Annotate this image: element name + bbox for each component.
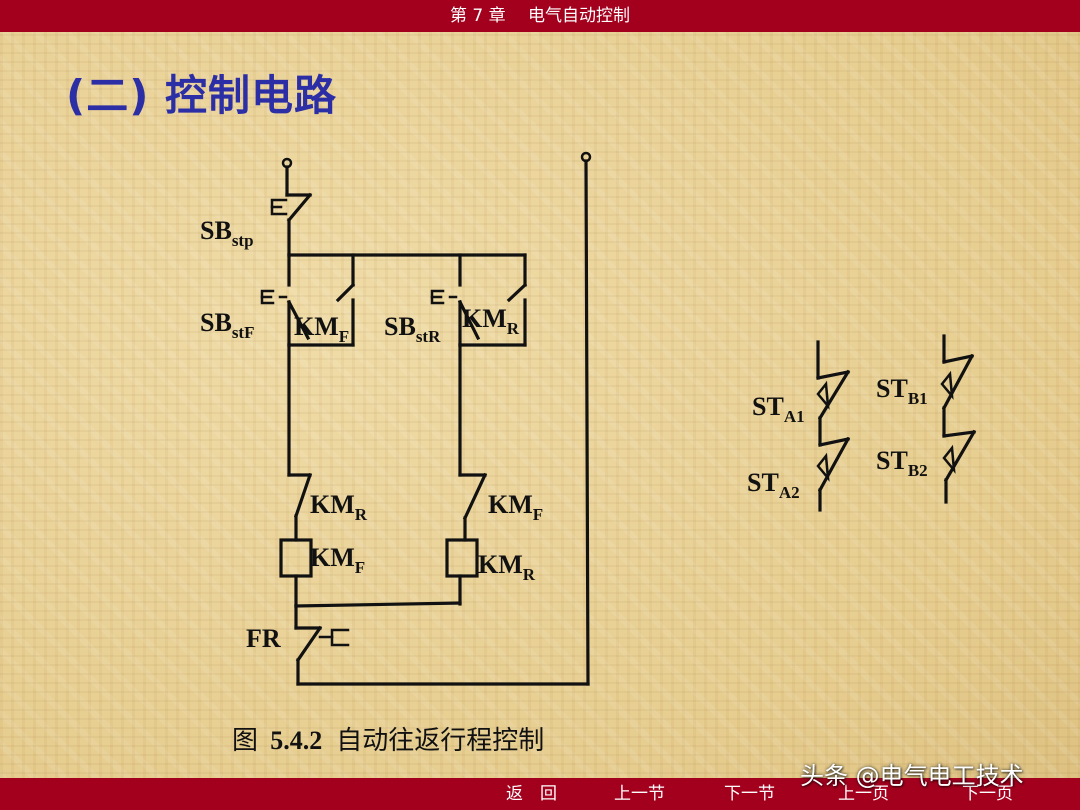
right-supply-line [584,159,590,686]
label-st-a2: STA2 [747,468,800,502]
label-km-f-holding: KMF [294,312,350,346]
caption-prefix: 图 [232,726,259,756]
label-st-b2: STB2 [876,446,928,480]
nav-next-section-link[interactable]: 下一节 [724,784,775,804]
figure-caption: 图 5.4.2 自动往返行程控制 [232,720,544,757]
lower-bus [294,601,462,608]
navigation-bar: 返 回 上一节 下一节 上一页 下一页 [0,778,1080,810]
caption-number: 5.4.2 [270,726,323,755]
label-km-f-interlock: KMF [488,490,544,524]
km-r-coil-symbol [445,538,479,578]
forward-coil-branch [279,472,313,608]
label-sb-stp: SBstp [200,216,254,250]
label-sb-str: SBstR [384,312,441,346]
reverse-coil-branch [445,472,488,606]
nav-back-link[interactable]: 返 回 [506,784,557,804]
nav-prev-section-link[interactable]: 上一节 [614,784,665,804]
km-f-coil-symbol [279,538,313,578]
label-km-f-coil: KMF [310,543,366,577]
label-st-a1: STA1 [752,392,805,426]
stop-button-symbol [270,165,313,257]
label-sb-stf: SBstF [200,308,255,342]
label-fr: FR [246,624,281,653]
page-title: (二) 控制电路 [66,71,338,120]
label-st-b1: STB1 [876,374,928,408]
caption-text: 自动往返行程控制 [336,726,545,756]
watermark: 头条 @电气电工技术 [800,762,1024,790]
chapter-title: 第 7 章 电气自动控制 [449,6,631,26]
reverse-start-branch [430,253,528,477]
overload-relay-contact [294,604,350,686]
nav-next-page-link[interactable]: 下一页 [962,784,1013,804]
label-km-r-coil: KMR [478,550,536,584]
label-km-r-holding: KMR [462,304,520,338]
travel-switch-a [816,340,851,512]
label-km-r-interlock: KMR [310,490,368,524]
forward-start-branch [260,253,356,477]
nav-prev-page-link[interactable]: 上一页 [838,784,889,804]
chapter-header: 第 7 章 电气自动控制 [0,0,1080,32]
travel-switch-b [940,334,977,504]
